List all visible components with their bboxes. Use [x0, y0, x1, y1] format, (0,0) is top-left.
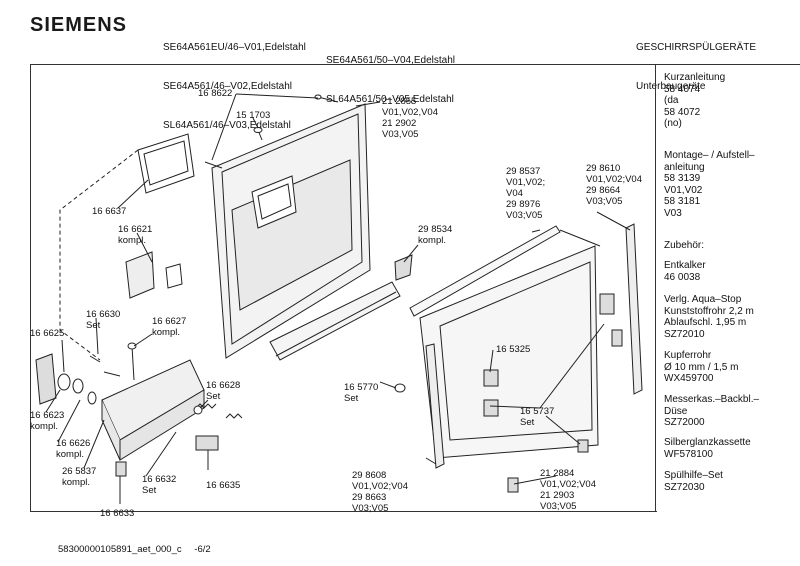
model-list-right: SE64A561/50–V04,Edelstahl SL64A561/50–V0…: [326, 28, 455, 119]
inner-door-panel: [211, 103, 371, 359]
model-line: SE64A561EU/46–V01,Edelstahl: [163, 42, 306, 53]
model-line: SE64A561/46–V02,Edelstahl: [163, 81, 292, 92]
label-166627: 16 6627 kompl.: [152, 316, 187, 338]
knob-166625: [35, 353, 97, 405]
label-298537: 29 8537 V01,V02; V04 29 8976 V03;V05: [506, 166, 546, 221]
label-265837: 26 5837 kompl.: [62, 466, 97, 488]
side-rail-298610: [625, 223, 643, 395]
label-151703: 15 1703: [236, 110, 271, 121]
label-168622: 16 8622: [198, 88, 233, 99]
rail-298534: [269, 254, 413, 361]
label-298534: 29 8534 kompl.: [418, 224, 453, 246]
label-212855: 21 2855 V01,V02,V04 21 2902 V03,V05: [382, 96, 438, 140]
entkalker-text: Entkalker 46 0038: [664, 260, 706, 283]
model-line: SE64A561/50–V04,Edelstahl: [326, 55, 455, 66]
label-166633: 16 6633: [100, 508, 135, 519]
model-line: SL64A561/50–V05,Edelstahl: [326, 94, 454, 105]
label-166628: 16 6628 Set: [206, 380, 241, 402]
label-166632: 16 6632 Set: [142, 474, 177, 496]
zubehoer-heading: Zubehör:: [664, 240, 705, 251]
label-166623: 16 6623 kompl.: [30, 410, 65, 432]
label-166626: 16 6626 kompl.: [56, 438, 91, 460]
label-298608: 29 8608 V01,V02;V04 29 8663 V03;V05: [352, 470, 408, 514]
montage-text: Montage– / Aufstell– anleitung 58 3139 V…: [664, 150, 755, 219]
page-number: -6/2: [194, 544, 211, 555]
document-id: 58300000105891_aet_000_c: [58, 544, 182, 555]
model-list-left: SE64A561EU/46–V01,Edelstahl SE64A561/46–…: [163, 15, 306, 145]
screw-151703: [253, 127, 263, 141]
hinge-165325: [483, 293, 623, 417]
screw-168622: [314, 94, 339, 103]
part-166621: [125, 251, 183, 299]
label-165325: 16 5325: [496, 344, 531, 355]
label-166635: 16 6635: [206, 480, 241, 491]
outer-door-panel: [409, 225, 601, 459]
aquastop-text: Verlg. Aqua–Stop Kunststoffrohr 2,2 m Ab…: [664, 294, 754, 340]
label-212884: 21 2884 V01,V02;V04 21 2903 V03;V05: [540, 468, 596, 512]
label-165770: 16 5770 Set: [344, 382, 379, 404]
label-298610: 29 8610 V01,V02;V04 29 8664 V03;V05: [586, 163, 642, 207]
subcategory-title: Unterbaugeräte: [636, 81, 706, 92]
brand-logo: SIEMENS: [30, 14, 128, 36]
category-title: GESCHIRRSPÜLGERÄTE: [636, 42, 757, 53]
document-footer: 58300000105891_aet_000_c -6/2: [58, 544, 211, 555]
silberglanz-text: Silberglanzkassette WF578100: [664, 437, 751, 460]
kupferrohr-text: Kupferrohr Ø 10 mm / 1,5 m WX459700: [664, 350, 739, 384]
label-166621: 16 6621 kompl.: [118, 224, 153, 246]
side-panel-frame: [655, 64, 800, 511]
spuelhilfe-text: Spülhilfe–Set SZ72030: [664, 470, 723, 493]
category-heading: GESCHIRRSPÜLGERÄTE Unterbaugeräte: [636, 15, 756, 106]
model-line: SL64A561/46–V03,Edelstahl: [163, 120, 291, 131]
diagram-frame: [30, 64, 657, 512]
label-166625: 16 6625: [30, 328, 65, 339]
control-module-266626: [101, 359, 205, 461]
messerkas-text: Messerkas.–Backbl.– Düse SZ72000: [664, 394, 760, 428]
label-166630: 16 6630 Set: [86, 309, 121, 331]
kurzanleitung-text: Kurzanleitung 58 4074 (da 58 4072 (no): [664, 72, 726, 129]
gasket-frame-166637: [137, 133, 195, 194]
side-rail-298608: [425, 343, 445, 469]
label-165737: 16 5737 Set: [520, 406, 555, 428]
label-166637: 16 6637: [92, 206, 127, 217]
